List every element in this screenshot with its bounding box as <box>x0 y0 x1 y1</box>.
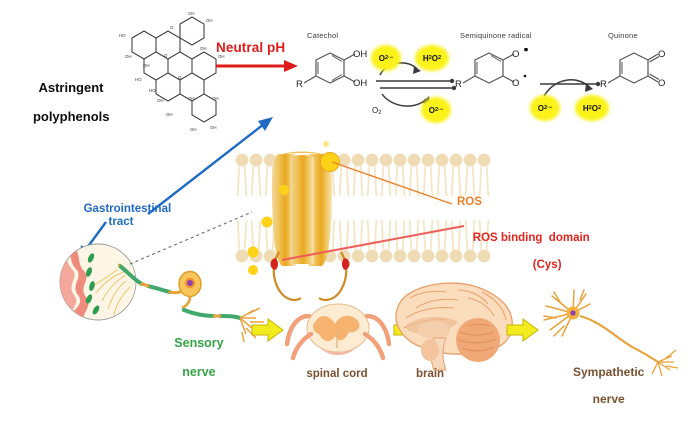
brain-label: brain <box>415 368 445 380</box>
svg-text:O: O <box>658 49 665 60</box>
svg-text:O: O <box>164 53 168 58</box>
svg-text:O: O <box>658 78 665 89</box>
catechol-structure: R OH OH <box>296 49 367 90</box>
pathway-arrow-1 <box>251 318 284 342</box>
svg-text:HO: HO <box>119 33 126 38</box>
svg-text:OH: OH <box>210 125 217 130</box>
spinal-cord-label: spinal cord <box>306 368 368 380</box>
svg-text:OH: OH <box>353 78 367 89</box>
svg-text:OH: OH <box>188 11 195 16</box>
quinone-heading: Quinone <box>608 31 638 40</box>
svg-text:O: O <box>178 75 182 80</box>
svg-text:R: R <box>296 79 303 90</box>
ros-binding-domain-leader-line <box>281 225 465 261</box>
neuron-soma <box>178 270 202 310</box>
sensory-nerve-neuron <box>118 263 264 343</box>
sympathetic-nerve-neuron <box>543 289 679 377</box>
neutral-ph-label: Neutral pH <box>216 40 286 55</box>
ros-particle <box>261 216 273 228</box>
sensory-nerve-label: Sensory nerve <box>174 336 224 380</box>
spinal-cord-illustration <box>285 303 391 361</box>
cerebellum <box>456 318 500 362</box>
svg-text:OH: OH <box>200 46 207 51</box>
svg-text:OH: OH <box>157 98 164 103</box>
semiquinone-structure: R O O <box>455 48 528 90</box>
ros-particle <box>247 246 259 258</box>
lipid-bilayer-membrane <box>234 151 492 266</box>
svg-text:OH: OH <box>218 54 225 59</box>
oxygen-reactant-step1: O2 <box>372 106 382 117</box>
svg-text:OH: OH <box>143 63 150 68</box>
svg-text:OH: OH <box>206 18 213 23</box>
svg-text:R: R <box>455 79 462 90</box>
ros-particle <box>279 185 289 195</box>
ros-leader-line <box>331 161 453 205</box>
gi-to-membrane-arrow <box>147 117 273 215</box>
semiquinone-heading: Semiquinone radical <box>460 31 532 40</box>
svg-text:O: O <box>512 78 519 89</box>
pathway-arrow-3 <box>506 318 539 342</box>
ros-particle-large <box>320 152 340 172</box>
svg-text:OH: OH <box>188 96 195 101</box>
svg-text:O: O <box>512 49 519 60</box>
svg-text:OH: OH <box>125 54 132 59</box>
membrane-channel-protein <box>272 151 332 266</box>
svg-text:HO: HO <box>149 88 156 93</box>
gi-tract-inset <box>59 243 137 321</box>
svg-text:OH: OH <box>212 96 219 101</box>
svg-text:R: R <box>600 79 607 90</box>
svg-text:OH: OH <box>190 127 197 132</box>
neutral-ph-arrow <box>216 60 298 72</box>
catechol-heading: Catechol <box>307 31 339 40</box>
redox-step1-arrows <box>376 62 457 107</box>
ros-binding-domain-label: ROS binding domain (Cys) <box>472 231 590 271</box>
sympathetic-nerve-label: Sympathetic nerve <box>572 364 645 407</box>
gi-membrane-dotted-leader <box>129 211 253 265</box>
quinone-structure: R O O <box>600 49 665 90</box>
svg-text:O: O <box>170 25 174 30</box>
astringent-polyphenols-label: Astringent polyphenols <box>32 79 110 124</box>
svg-text:OH: OH <box>353 49 367 60</box>
ros-particle <box>248 265 258 275</box>
cysteine-binding-hooks <box>270 251 350 301</box>
ros-label: ROS <box>457 196 482 208</box>
svg-text:OH: OH <box>166 112 173 117</box>
svg-text:HO: HO <box>135 77 142 82</box>
redox-step2-arrow <box>540 79 601 97</box>
brain-illustration <box>395 282 513 371</box>
